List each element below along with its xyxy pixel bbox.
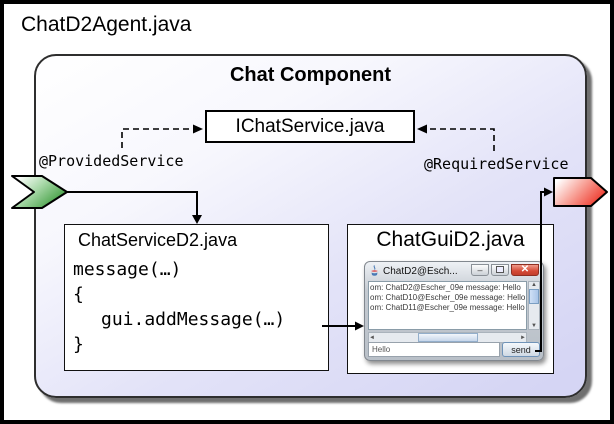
chat-service-title: ChatServiceD2.java (78, 230, 238, 250)
chat-service-code: message(…) { gui.addMessage(…) } (73, 257, 285, 357)
maximize-icon (496, 266, 504, 273)
message-line: om: ChatD11@Escher_09e message: Hello (370, 303, 525, 312)
minimize-icon: – (477, 264, 483, 275)
ichatservice-box: IChatService.java (205, 110, 415, 143)
window-body: om: ChatD2@Escher_09e message: Hello om:… (368, 281, 540, 357)
chat-service-box: ChatServiceD2.java message(…) { gui.addM… (64, 224, 329, 371)
chat-gui-title: ChatGuiD2.java (376, 228, 525, 251)
messages-area[interactable]: om: ChatD2@Escher_09e message: Hello om:… (368, 281, 527, 330)
maximize-button[interactable] (491, 263, 509, 276)
chat-window: ChatD2@Esch... – ✕ om: ChatD2@Escher_09e… (364, 261, 544, 361)
code-line: message(…) (73, 259, 182, 280)
message-line: om: ChatD10@Escher_09e message: Hello (370, 293, 526, 302)
send-button-label: send (511, 344, 531, 355)
message-line: om: ChatD2@Escher_09e message: Hello (370, 283, 521, 292)
code-line: } (73, 334, 84, 355)
scroll-thumb[interactable] (529, 289, 539, 304)
provided-service-label: @ProvidedService (39, 152, 184, 170)
code-line: gui.addMessage(…) (101, 309, 286, 330)
code-line: { (73, 284, 84, 305)
scroll-left-icon[interactable]: ◄ (369, 334, 375, 341)
scroll-up-icon[interactable]: ▲ (531, 282, 537, 288)
close-icon: ✕ (520, 264, 530, 275)
send-button[interactable]: send (502, 342, 540, 357)
window-titlebar[interactable]: ChatD2@Esch... – ✕ (365, 262, 543, 281)
scroll-down-icon[interactable]: ▼ (531, 323, 537, 329)
page-title: ChatD2Agent.java (21, 13, 192, 36)
minimize-button[interactable]: – (471, 263, 489, 276)
v-scrollbar[interactable]: ▲ ▼ (528, 281, 540, 330)
java-icon (371, 265, 378, 276)
message-input[interactable] (368, 342, 500, 357)
h-scroll-thumb[interactable] (417, 333, 478, 342)
window-title: ChatD2@Esch... (383, 266, 458, 277)
close-button[interactable]: ✕ (511, 263, 539, 276)
chat-component-title: Chat Component (229, 64, 392, 86)
window-bottom-row: send (368, 342, 540, 357)
required-service-label: @RequiredService (424, 155, 569, 173)
ichatservice-label: IChatService.java (235, 115, 385, 137)
scroll-right-icon[interactable]: ► (520, 334, 526, 341)
